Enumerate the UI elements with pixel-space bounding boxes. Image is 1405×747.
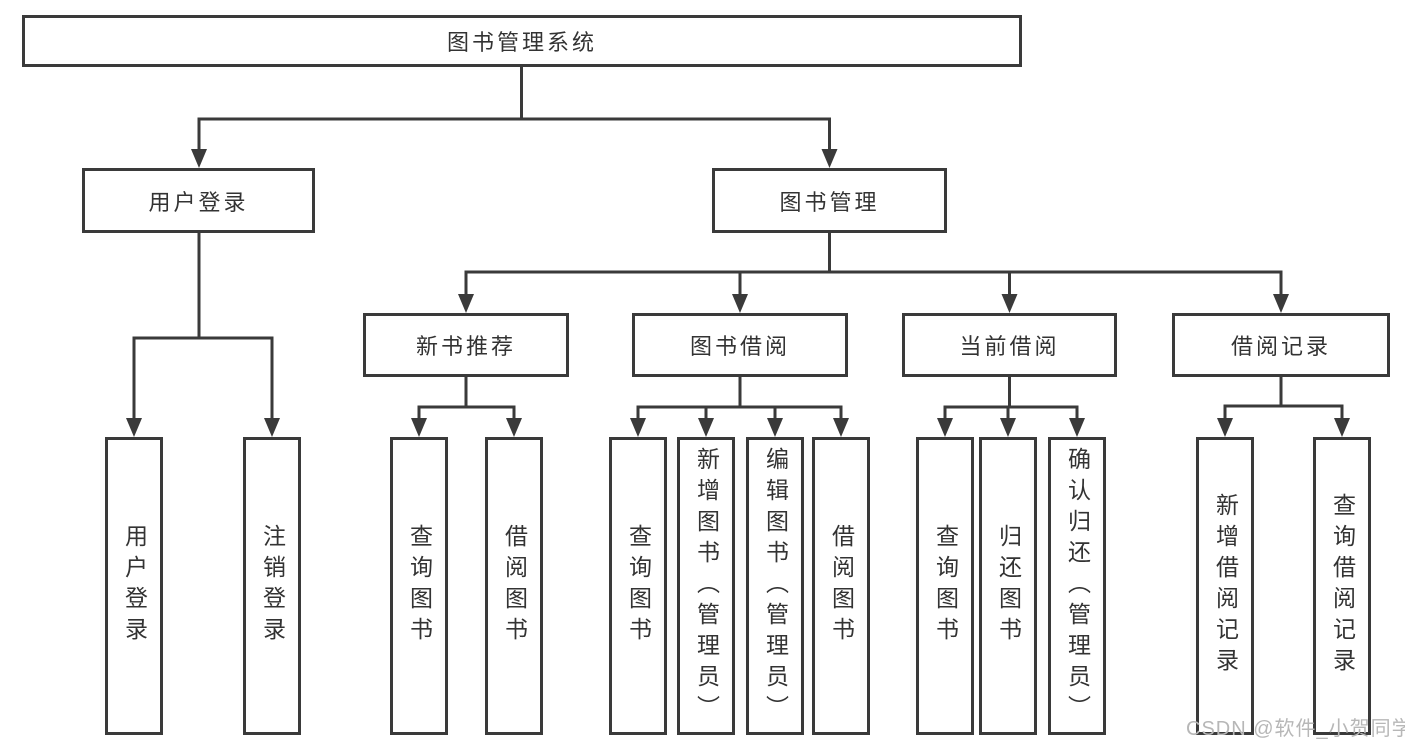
leaf-br-add-record-label: 新增借阅记录	[1212, 493, 1239, 679]
node-book-borrow-label: 图书借阅	[689, 334, 790, 359]
node-borrow-record-label: 借阅记录	[1230, 334, 1331, 359]
node-current-borrow: 当前借阅	[902, 313, 1117, 377]
node-new-book-recommend-label: 新书推荐	[415, 334, 516, 359]
node-current-borrow-label: 当前借阅	[959, 334, 1060, 359]
leaf-bb-edit-book: 编辑图书（管理员）	[746, 437, 804, 735]
leaf-user-login-label: 用户登录	[121, 524, 148, 648]
leaf-br-query-record: 查询借阅记录	[1313, 437, 1371, 735]
leaf-nb-query-book: 查询图书	[390, 437, 448, 735]
leaf-nb-query-book-label: 查询图书	[406, 524, 433, 648]
leaf-cb-return-book: 归还图书	[979, 437, 1037, 735]
leaf-br-query-record-label: 查询借阅记录	[1329, 493, 1356, 679]
leaf-logout-label: 注销登录	[259, 524, 286, 648]
node-user-login-label: 用户登录	[148, 189, 249, 215]
leaf-bb-query-book-label: 查询图书	[625, 524, 652, 648]
leaf-bb-borrow-book-label: 借阅图书	[828, 524, 855, 648]
leaf-br-add-record: 新增借阅记录	[1196, 437, 1254, 735]
leaf-cb-query-book-label: 查询图书	[932, 524, 959, 648]
leaf-cb-confirm-return: 确认归还（管理员）	[1048, 437, 1106, 735]
node-root: 图书管理系统	[22, 15, 1022, 67]
node-book-management: 图书管理	[712, 168, 947, 233]
leaf-cb-confirm-return-label: 确认归还（管理员）	[1064, 446, 1091, 726]
leaf-nb-borrow-book-label: 借阅图书	[501, 524, 528, 648]
node-book-borrow: 图书借阅	[632, 313, 848, 377]
node-book-management-label: 图书管理	[779, 189, 880, 215]
leaf-cb-query-book: 查询图书	[916, 437, 974, 735]
node-user-login: 用户登录	[82, 168, 315, 233]
node-new-book-recommend: 新书推荐	[363, 313, 569, 377]
node-root-label: 图书管理系统	[446, 30, 597, 55]
leaf-nb-borrow-book: 借阅图书	[485, 437, 543, 735]
leaf-bb-add-book: 新增图书（管理员）	[677, 437, 735, 735]
node-borrow-record: 借阅记录	[1172, 313, 1390, 377]
leaf-bb-query-book: 查询图书	[609, 437, 667, 735]
leaf-logout: 注销登录	[243, 437, 301, 735]
leaf-bb-borrow-book: 借阅图书	[812, 437, 870, 735]
csdn-watermark: CSDN @软件_小贺同学	[1186, 718, 1405, 740]
leaf-bb-add-book-label: 新增图书（管理员）	[693, 446, 720, 726]
leaf-bb-edit-book-label: 编辑图书（管理员）	[762, 446, 789, 726]
leaf-cb-return-book-label: 归还图书	[995, 524, 1022, 648]
leaf-user-login: 用户登录	[105, 437, 163, 735]
